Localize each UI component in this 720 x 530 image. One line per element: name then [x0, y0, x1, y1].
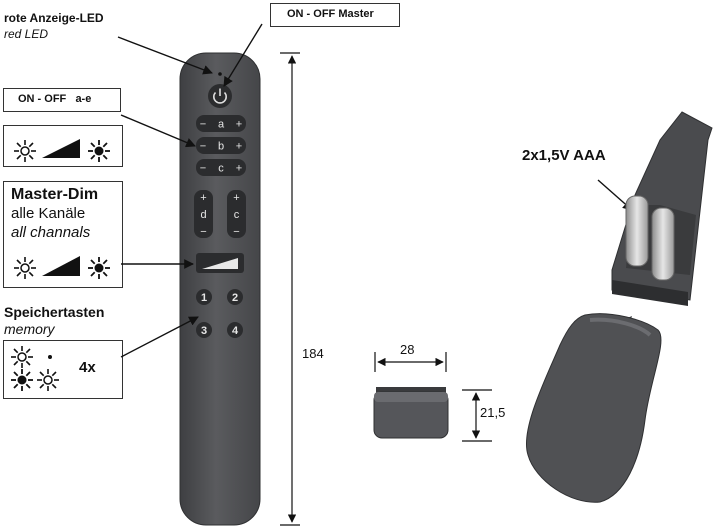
arrow-icon — [120, 114, 196, 148]
memory-button-4[interactable] — [227, 322, 243, 338]
depth-dimension-label: 21,5 — [480, 405, 506, 420]
on-off-ae-label: ON - OFF a-e — [18, 93, 92, 105]
memory-button-2[interactable] — [227, 289, 243, 305]
master-dim-wedge-icon — [202, 258, 238, 269]
channel-a-button[interactable] — [196, 115, 246, 132]
height-dimension-label: 184 — [302, 346, 324, 361]
battery-label: 2x1,5V AAA — [522, 147, 606, 164]
plus-b: + — [236, 141, 242, 153]
plus-a: + — [236, 119, 242, 131]
arrow-icon — [223, 23, 263, 87]
memory-button-1[interactable] — [196, 289, 212, 305]
sun-icon — [13, 256, 37, 280]
red-led-label-en: red LED — [4, 27, 49, 41]
all-channals-label: all channals — [11, 224, 91, 241]
label-c2: c — [234, 209, 240, 221]
memory-label-2: 2 — [232, 292, 238, 304]
memory-button-3[interactable] — [196, 322, 212, 338]
master-dim-title: Master-Dim — [11, 186, 99, 203]
height-dimension — [280, 52, 300, 526]
memory-label: memory — [4, 321, 55, 337]
sun-icon — [87, 139, 111, 163]
power-icon — [213, 88, 227, 104]
minus-a: − — [200, 119, 206, 131]
dim-channel-icons — [13, 139, 111, 163]
minus-c: − — [200, 163, 206, 175]
battery-cover — [526, 313, 662, 503]
plus-d: + — [200, 192, 206, 204]
remote-control: − a + − b + − c + + d − + c − — [179, 52, 261, 526]
sun-icon — [13, 139, 37, 163]
arrow-icon — [117, 36, 213, 75]
label-b: b — [218, 141, 224, 153]
plus-c2: + — [233, 192, 239, 204]
sun-icon — [10, 345, 34, 369]
memory-label-3: 3 — [201, 325, 207, 337]
memory-icons — [10, 345, 60, 392]
led-indicator — [218, 72, 222, 76]
four-x-label: 4x — [79, 359, 96, 376]
channel-c-button[interactable] — [196, 159, 246, 176]
master-dim-icons — [13, 256, 111, 280]
module-dimensions — [374, 352, 492, 442]
group-c-button[interactable] — [227, 190, 246, 238]
on-off-master-label: ON - OFF Master — [287, 8, 374, 20]
label-d: d — [200, 209, 206, 221]
label-a: a — [218, 119, 225, 131]
group-d-button[interactable] — [194, 190, 213, 238]
width-dimension-label: 28 — [400, 342, 415, 357]
on-off-master-box: ON - OFF Master — [270, 3, 400, 27]
label-c: c — [218, 163, 224, 175]
plus-c: + — [236, 163, 242, 175]
alle-kanaele-label: alle Kanäle — [11, 205, 86, 222]
sun-icon — [36, 368, 60, 392]
battery-cell — [651, 207, 675, 281]
memory-box: 4x — [3, 340, 123, 399]
sun-icon — [10, 368, 34, 392]
battery-compartment — [611, 111, 713, 306]
red-led-label: rote Anzeige-LED — [4, 11, 104, 25]
dim-wedge-icon — [42, 139, 80, 158]
minus-b: − — [200, 141, 206, 153]
memory-label-1: 1 — [201, 292, 207, 304]
on-off-ae-box: ON - OFF a-e — [3, 88, 121, 112]
speichertasten-label: Speichertasten — [4, 304, 105, 320]
minus-c2: − — [233, 226, 239, 238]
minus-d: − — [200, 226, 206, 238]
dim-wedge-icon — [42, 256, 80, 276]
memory-label-4: 4 — [232, 325, 239, 337]
module-side-view — [373, 387, 449, 439]
channel-rows: − a + − b + − c + — [196, 115, 246, 176]
arrow-icon — [120, 316, 199, 358]
battery-cell — [625, 195, 649, 267]
channel-b-button[interactable] — [196, 137, 246, 154]
sun-icon — [87, 256, 111, 280]
